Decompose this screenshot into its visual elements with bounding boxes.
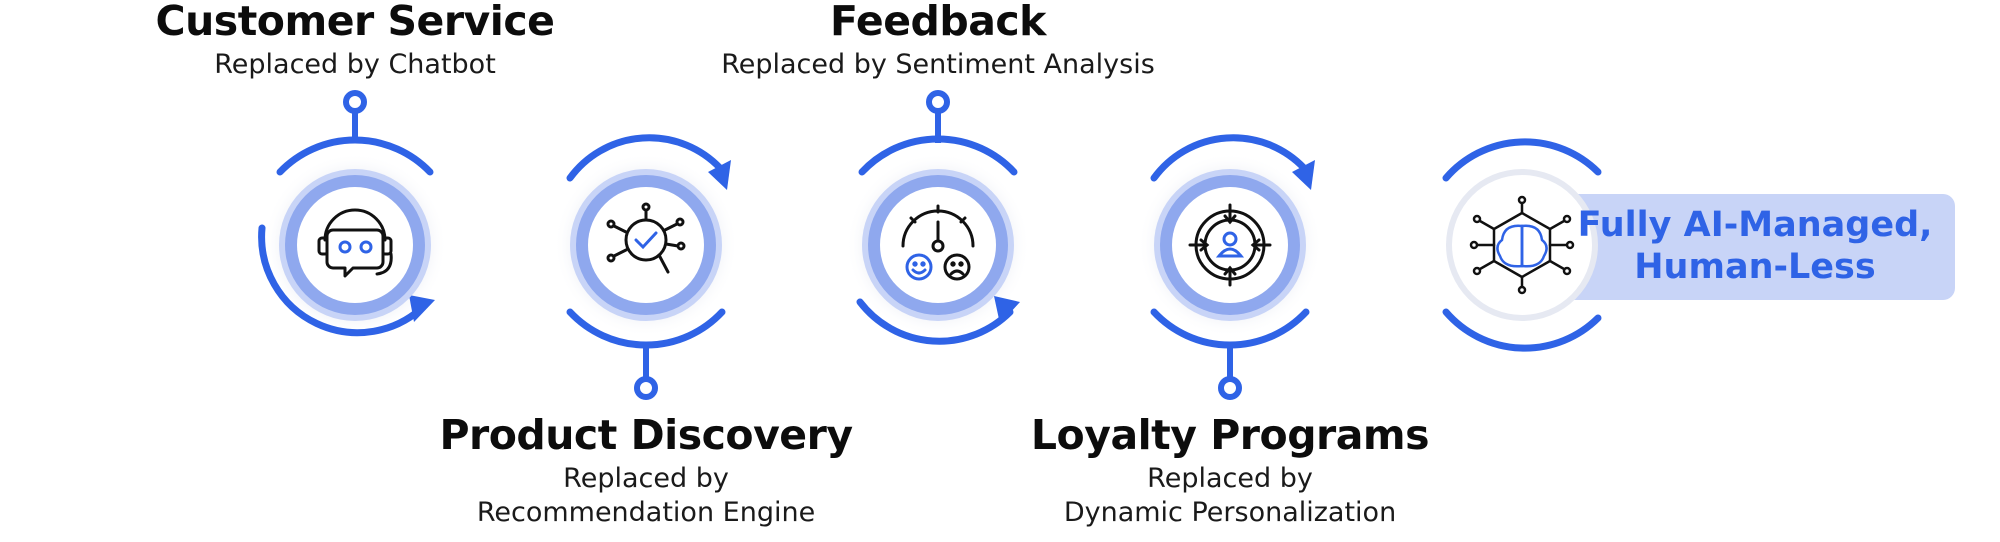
stage-2-subtitle-line-1: Replaced by [563,463,729,494]
final-label-line-1: Fully AI-Managed, [1577,205,1933,245]
stage-3-node [846,90,1030,345]
stage-4-title: Loyalty Programs [1030,411,1430,459]
stage-1-node [258,90,447,337]
ai-brain-icon [1469,195,1575,295]
top-arrow-arc [1150,134,1308,182]
stage-2-node [554,134,738,400]
top-arc [1442,138,1602,182]
connector-dot [926,90,950,114]
stage-4-subtitle-line-1: Replaced by [1147,463,1313,494]
arrow-head [1292,160,1315,190]
final-node [1442,138,1602,352]
sentiment-gauge-icon [901,204,975,281]
connector-dot [343,90,367,114]
arrow-head [994,296,1020,324]
final-label-pill [1555,194,1955,300]
stage-1-subtitle: Replaced by Chatbot [214,49,496,80]
target-user-icon [1188,203,1272,287]
stage-3-title: Feedback [830,0,1046,45]
search-check-icon [606,202,686,274]
bottom-arrow-arc [856,298,1014,345]
connector-dot [1218,376,1242,400]
bottom-arc [1150,308,1310,349]
final-label: Fully AI-Managed, Human-Less [1565,204,1945,288]
stage-3-subtitle: Replaced by Sentiment Analysis [721,49,1155,80]
bottom-arc [1442,308,1602,352]
stage-2-subtitle-line-2: Recommendation Engine [476,497,816,528]
stage-4-subtitle-line-2: Dynamic Personalization [1063,497,1397,528]
bottom-arrow-arc [258,224,429,337]
stage-4-node [1138,134,1322,400]
arrow-head [708,160,731,190]
connector-dot [634,376,658,400]
chatbot-icon [317,208,393,278]
stage-2-title: Product Discovery [439,411,853,459]
stage-1-title: Customer Service [155,0,555,45]
top-arrow-arc [566,134,724,182]
arrow-head [409,295,435,322]
bottom-arc [566,308,726,349]
final-label-line-2: Human-Less [1634,247,1876,287]
